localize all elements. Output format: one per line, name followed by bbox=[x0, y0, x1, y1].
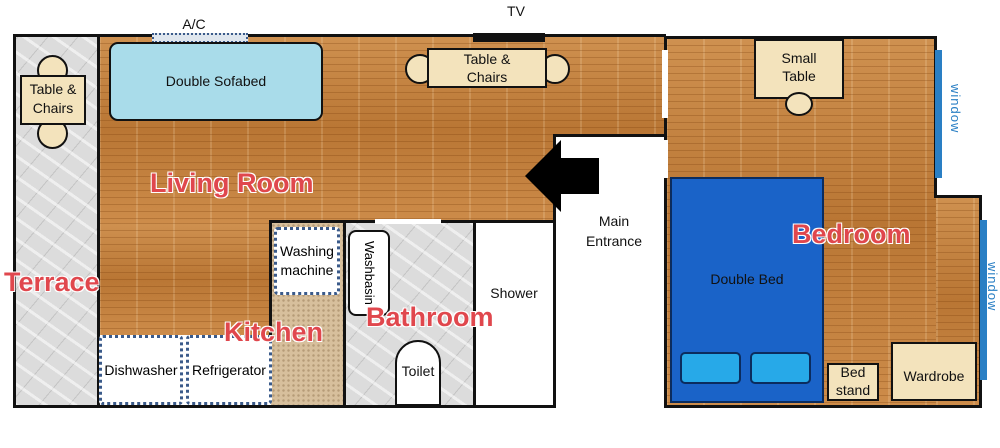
double-sofabed bbox=[109, 42, 323, 121]
wardrobe bbox=[891, 342, 977, 401]
bed-stand bbox=[827, 363, 879, 401]
entrance-arrow-icon bbox=[525, 140, 599, 212]
wall-terrace-divider bbox=[97, 34, 100, 407]
shower-area bbox=[475, 223, 555, 406]
wall-entrance-left bbox=[553, 134, 556, 407]
refrigerator-label: Refrigerator bbox=[192, 362, 266, 378]
terrace-label: Terrace bbox=[4, 267, 100, 297]
door-gap-bath bbox=[375, 219, 441, 224]
living-table-label: Table & Chairs bbox=[463, 51, 511, 85]
washbasin bbox=[348, 230, 390, 316]
wall-outer-top-left bbox=[15, 34, 666, 37]
bedroom-label: Bedroom bbox=[792, 219, 911, 249]
dishwasher: Dishwasher bbox=[99, 335, 183, 405]
shower-label: Shower bbox=[490, 285, 538, 301]
small-table bbox=[754, 39, 844, 99]
door-gap-living bbox=[662, 50, 668, 118]
toilet-label: Toilet bbox=[401, 363, 435, 379]
wall-outer-top-right bbox=[666, 36, 936, 39]
tv-label: TV bbox=[507, 3, 525, 19]
bathroom-label: Bathroom bbox=[366, 302, 494, 332]
ac-label: A/C bbox=[182, 16, 206, 32]
dishwasher-label: Dishwasher bbox=[104, 362, 178, 378]
washing-machine: Washing machine bbox=[274, 227, 340, 295]
small-table-label: Small Table bbox=[781, 50, 817, 84]
wall-bedroom-left bbox=[664, 36, 667, 407]
living-room-floor-lower bbox=[99, 223, 271, 335]
window-right-label: window bbox=[985, 262, 1000, 312]
pillow-right bbox=[750, 352, 811, 384]
wall-outer-left bbox=[13, 34, 16, 407]
wall-outer-bottom-left bbox=[13, 405, 556, 408]
wall-bedroom-step bbox=[934, 195, 982, 198]
terrace-table-label: Table & Chairs bbox=[29, 81, 77, 116]
washing-machine-label: Washing machine bbox=[280, 243, 334, 278]
toilet bbox=[395, 340, 441, 406]
window-top-label: window bbox=[948, 84, 963, 134]
main-entrance-label: Main Entrance bbox=[585, 213, 643, 249]
wall-outer-bottom-right bbox=[664, 405, 982, 408]
wall-kitchen-left bbox=[269, 220, 272, 335]
window-bedroom-right bbox=[980, 220, 987, 380]
window-bedroom-top bbox=[935, 50, 942, 178]
double-bed-label: Double Bed bbox=[710, 271, 784, 287]
wall-bath-shower bbox=[473, 220, 476, 407]
wall-kitchen-bath bbox=[343, 220, 346, 407]
door-gap-bedroom bbox=[662, 140, 668, 178]
refrigerator: Refrigerator bbox=[186, 335, 272, 405]
bedroom-chair bbox=[785, 92, 813, 116]
tv-unit bbox=[473, 33, 545, 42]
sofabed-label: Double Sofabed bbox=[165, 73, 267, 89]
wall-entrance-top bbox=[555, 134, 666, 137]
washbasin-label: Washbasin bbox=[362, 241, 377, 305]
wardrobe-label: Wardrobe bbox=[903, 368, 965, 384]
pillow-left bbox=[680, 352, 741, 384]
living-table bbox=[427, 48, 547, 88]
bed-stand-label: Bed stand bbox=[835, 364, 871, 398]
kitchen-label: Kitchen bbox=[224, 317, 324, 347]
terrace-table bbox=[20, 75, 86, 125]
living-room-label: Living Room bbox=[150, 168, 314, 198]
